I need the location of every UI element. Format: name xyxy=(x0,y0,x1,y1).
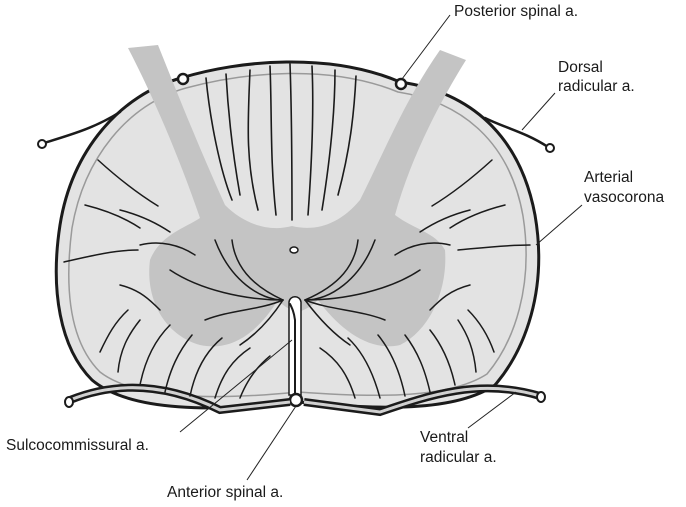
dorsal-radicular-artery-left xyxy=(42,110,122,145)
leader-anterior-spinal xyxy=(246,405,297,481)
anterior-spinal-artery xyxy=(288,392,304,408)
leader-posterior-spinal xyxy=(401,14,451,80)
left-penetrating-vessels xyxy=(63,159,284,346)
posterior-spinal-artery-left xyxy=(176,72,190,86)
leader-dorsal-radicular xyxy=(521,92,556,131)
ventral-radicular-artery-left-end xyxy=(64,396,74,408)
gray-matter-butterfly xyxy=(128,45,466,347)
label-posterior-spinal-artery: Posterior spinal a. xyxy=(454,3,578,20)
dorsal-radicular-artery-right-end xyxy=(545,143,555,153)
right-penetrating-vessels xyxy=(304,159,531,346)
label-anterior-spinal-artery: Anterior spinal a. xyxy=(167,484,283,501)
label-dorsal-radicular-artery-line1: Dorsal xyxy=(558,59,603,76)
leader-ventral-radicular xyxy=(467,391,517,429)
ventral-radicular-artery-right-end xyxy=(536,391,546,403)
label-sulcocommissural-artery: Sulcocommissural a. xyxy=(6,437,149,454)
dorsal-radicular-artery-right xyxy=(483,116,550,149)
sulcocommissural-artery xyxy=(289,303,296,395)
label-arterial-vasocorona-line2: vasocorona xyxy=(584,189,665,206)
leader-sulcocommissural xyxy=(179,339,293,433)
posterior-radial-vessels xyxy=(205,63,357,221)
label-ventral-radicular-artery-line1: Ventral xyxy=(420,429,468,446)
ventral-radicular-artery-right-lumen xyxy=(303,386,541,414)
ventral-radicular-artery-left-lumen xyxy=(69,386,291,412)
leader-arterial-vasocorona xyxy=(535,204,583,246)
posterior-spinal-artery-right xyxy=(394,77,408,91)
label-dorsal-radicular-artery-line2: radicular a. xyxy=(558,78,635,95)
anterior-radial-vessels xyxy=(99,309,495,399)
label-ventral-radicular-artery-line2: radicular a. xyxy=(420,449,497,466)
central-canal xyxy=(289,246,299,254)
label-arterial-vasocorona-line1: Arterial xyxy=(584,169,633,186)
dorsal-radicular-artery-left-end xyxy=(37,139,47,149)
